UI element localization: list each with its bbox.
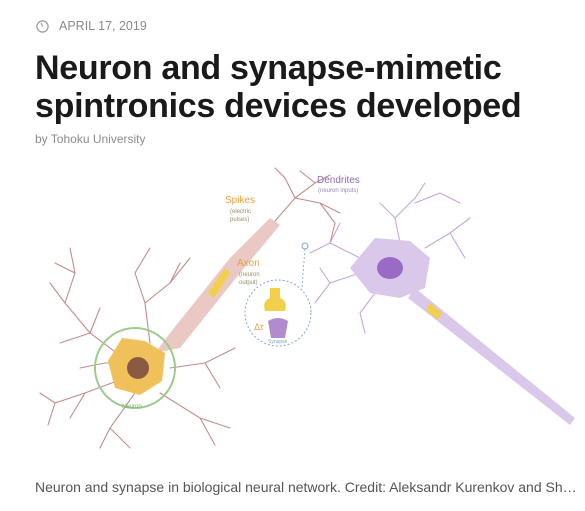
label-spikes-sub2: pulses) [230, 217, 249, 223]
label-synapse: Synapse [268, 339, 288, 345]
article-byline[interactable]: by Tohoku University [35, 132, 146, 146]
article-dateline: APRIL 17, 2019 [36, 19, 147, 33]
label-spikes-sub1: (electric [230, 209, 251, 215]
label-dendrites-sub: (neuron inputs) [318, 188, 358, 194]
label-axon-sub2: output) [239, 280, 258, 286]
synapse-point [301, 242, 309, 250]
article-title: Neuron and synapse-mimetic spintronics d… [35, 49, 522, 125]
right-axon [408, 288, 575, 425]
left-neuron-nucleus [127, 357, 149, 379]
axon-spike-left [208, 268, 230, 298]
synapse-postsynaptic [268, 318, 288, 338]
article-figure-neuron-synapse: Neuron Spikes (electric pulses) Axon (ne… [39, 167, 575, 449]
right-axon-spike [426, 303, 442, 320]
figure-caption: Neuron and synapse in biological neural … [35, 479, 580, 495]
clock-icon [36, 19, 49, 33]
article-date: APRIL 17, 2019 [59, 19, 147, 33]
label-axon-sub1: (neuron [239, 272, 260, 278]
left-neuron-dendrites [39, 247, 236, 449]
label-spikes: Spikes [225, 195, 255, 206]
right-neuron-dendrites [309, 182, 471, 334]
left-neuron-ring [94, 327, 176, 409]
synapse-zoom-circle [244, 279, 312, 347]
axon-terminals [274, 167, 341, 244]
label-delta-t: Δτ [254, 322, 264, 332]
label-neuron: Neuron [122, 404, 142, 410]
label-axon: Axon [237, 258, 260, 269]
label-dendrites: Dendrites [317, 175, 360, 186]
right-neuron-nucleus [377, 257, 403, 279]
synapse-presynaptic [264, 288, 286, 311]
synapse-zoom-line [301, 247, 306, 288]
